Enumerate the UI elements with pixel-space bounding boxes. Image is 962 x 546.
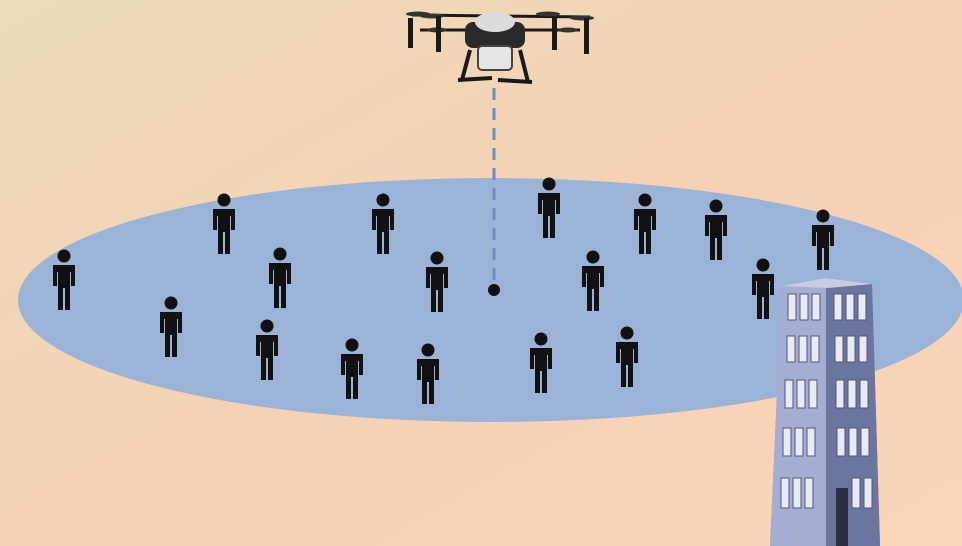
building-door — [836, 488, 848, 546]
building-icon — [770, 278, 880, 546]
ground-projection-point — [488, 284, 500, 296]
